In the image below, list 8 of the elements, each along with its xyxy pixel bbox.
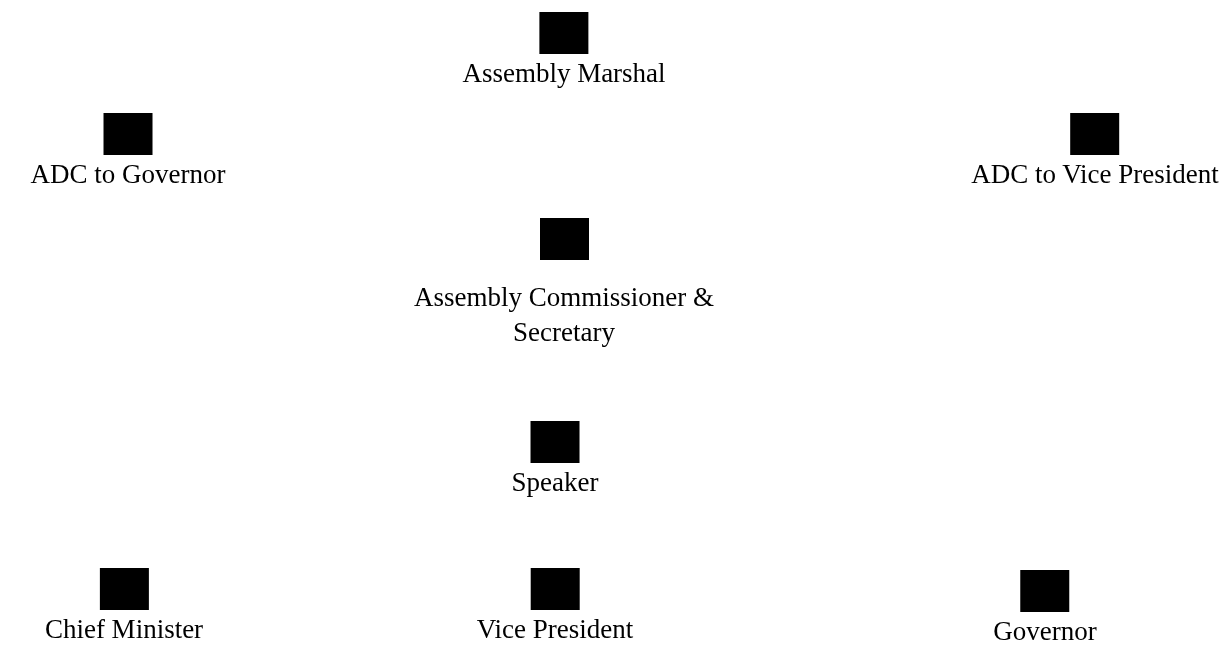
position-label: Assembly Marshal <box>462 57 666 90</box>
position-label: Vice President <box>476 613 634 646</box>
position-label: Assembly Commissioner & Secretary <box>414 281 714 349</box>
position-label: Chief Minister <box>44 613 204 646</box>
position-label: Governor <box>993 615 1097 648</box>
position-label: ADC to Vice President <box>971 158 1219 191</box>
position-label: ADC to Governor <box>30 158 226 191</box>
position-label: Speaker <box>511 466 599 499</box>
